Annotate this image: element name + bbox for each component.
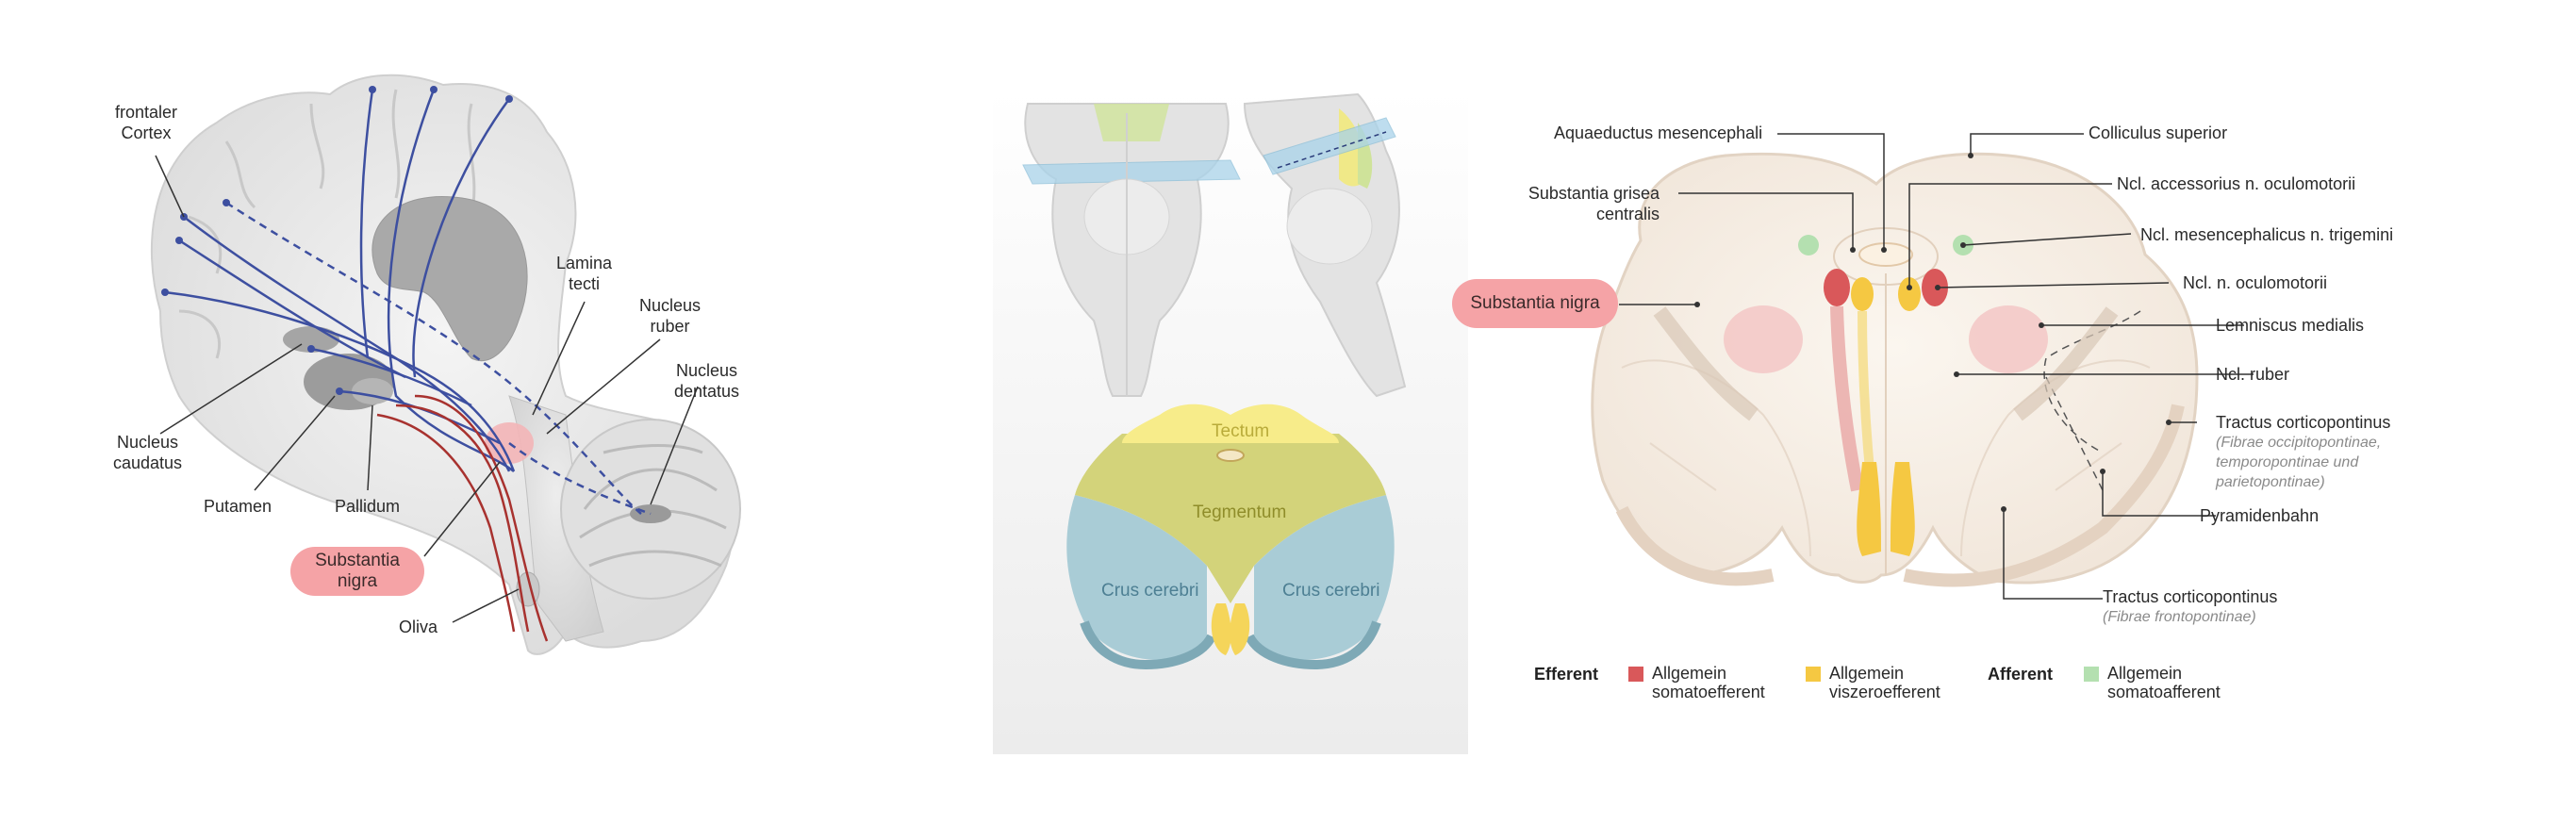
label-pyramidenbahn: Pyramidenbahn xyxy=(2200,506,2320,525)
middle-panel xyxy=(993,90,1468,754)
left-leader-lines xyxy=(155,155,699,623)
label-tectum: Tectum xyxy=(1212,421,1270,441)
legend-swatch-viszeroefferent xyxy=(1806,667,1821,682)
label-substantia-nigra-left: Substantia nigra xyxy=(290,547,424,596)
label-tractus-corticopontinus-sub: (Fibrae occipitopontinae, temporopontina… xyxy=(2216,435,2382,490)
brainstem-lateral-view xyxy=(1243,92,1407,398)
midbrain-cross-section xyxy=(1591,152,2199,587)
label-nucleus-ruber: Nucleus ruber xyxy=(639,296,702,336)
legend-label-somatoafferent: Allgemein somatoafferent xyxy=(2107,664,2221,701)
sagittal-brain xyxy=(150,74,741,655)
label-nucleus-caudatus: Nucleus caudatus xyxy=(113,433,183,472)
label-crus-cerebri-right: Crus cerebri xyxy=(1282,581,1380,601)
efferent-pathways-blue xyxy=(164,89,652,516)
label-frontaler-cortex: frontaler Cortex xyxy=(115,103,178,142)
label-pallidum: Pallidum xyxy=(335,497,401,516)
legend-swatch-somatoafferent xyxy=(2084,667,2099,682)
legend-swatch-somatoefferent xyxy=(1628,667,1643,682)
legend-afferent-title: Afferent xyxy=(1988,665,2054,684)
label-ncl-accessorius: Ncl. accessorius n. oculomotorii xyxy=(2117,174,2356,193)
label-tractus-corticopontinus-2-sub: (Fibrae frontopontinae) xyxy=(2103,609,2256,625)
label-ncl-ruber: Ncl. ruber xyxy=(2216,365,2290,384)
cerebellum xyxy=(560,419,741,600)
label-aquaeductus: Aquaeductus mesencephali xyxy=(1554,124,1763,142)
label-nucleus-dentatus: Nucleus dentatus xyxy=(674,361,740,401)
label-tractus-corticopontinus: Tractus corticopontinus xyxy=(2216,413,2391,432)
legend-efferent-title: Efferent xyxy=(1534,665,1599,684)
right-leader-lines xyxy=(1619,133,2254,600)
legend-label-viszeroefferent: Allgemein viszeroefferent xyxy=(1829,664,1940,701)
label-oliva: Oliva xyxy=(399,618,438,636)
label-lamina-tecti: Lamina tecti xyxy=(556,254,613,293)
label-putamen: Putamen xyxy=(204,497,272,516)
label-ncl-oculomotorii: Ncl. n. oculomotorii xyxy=(2183,273,2328,292)
label-lemniscus-medialis: Lemniscus medialis xyxy=(2216,316,2365,335)
label-colliculus-superior: Colliculus superior xyxy=(2089,124,2228,142)
label-tegmentum: Tegmentum xyxy=(1193,503,1287,522)
right-leader-dots xyxy=(1694,153,2171,512)
midbrain-section-colored xyxy=(1066,404,1395,670)
brainstem-ventral-view xyxy=(1022,103,1241,397)
label-substantia-grisea: Substantia grisea centralis xyxy=(1527,184,1660,223)
legend-label-somatoefferent: Allgemein somatoefferent xyxy=(1652,664,1765,701)
label-substantia-nigra-right: Substantia nigra xyxy=(1452,279,1618,328)
label-tractus-corticopontinus-2: Tractus corticopontinus xyxy=(2103,587,2278,606)
afferent-pathways-red xyxy=(376,394,549,642)
label-ncl-mesencephalicus: Ncl. mesencephalicus n. trigemini xyxy=(2140,225,2394,244)
label-crus-cerebri-left: Crus cerebri xyxy=(1101,581,1199,601)
